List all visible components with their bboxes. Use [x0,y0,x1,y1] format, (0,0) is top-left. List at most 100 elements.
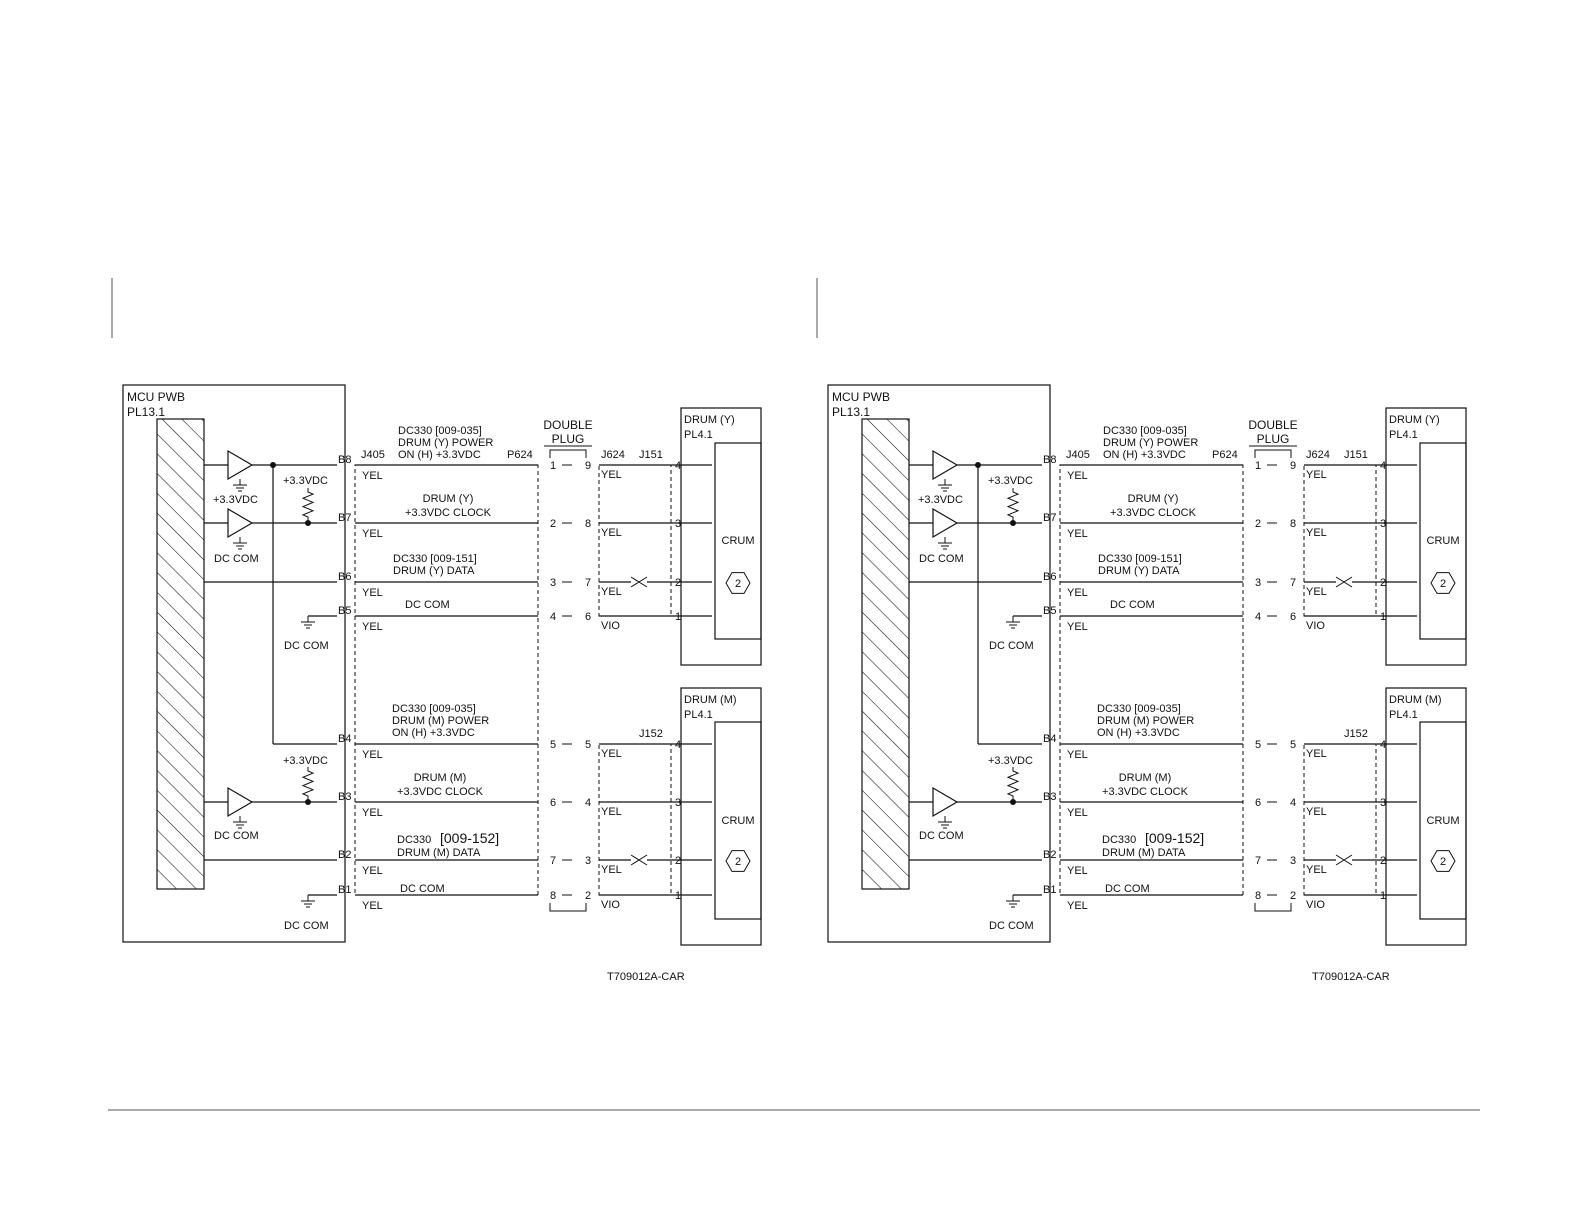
crum-y-ref-label: 2 [1440,578,1446,590]
crum-pin-1-0: 4 [675,739,681,751]
crum-pin-0-0: 4 [1380,460,1386,472]
crum-pin-0-1: 3 [675,518,681,530]
sig-dc-com-m: DC COM [1105,883,1150,895]
buffer-b7 [227,507,254,539]
pin-label-b4: B4 [338,733,351,745]
ground-buf-b3 [938,816,952,829]
resistor-pullup-b7 [301,488,315,521]
drum-m-name: DRUM (M) [684,694,737,706]
sig-y-clock-1: DRUM (Y) [1128,493,1179,505]
plug-pin-left-7: 7 [550,855,556,867]
crossover-mark-0 [630,576,648,588]
sig-m-clock-1: DRUM (M) [1119,772,1172,784]
sig-y-power-2: DRUM (Y) POWER [1103,437,1198,449]
pin-label-b8: B8 [1043,454,1056,466]
plug-pin-left-7: 7 [1255,855,1261,867]
ground-buf-b7 [938,537,952,550]
sig-m-data-code: [009-152] [1145,830,1204,846]
crum-y-label: CRUM [722,535,755,547]
pin-label-b7: B7 [338,512,351,524]
double-plug-label-1: DOUBLE [1248,418,1297,432]
sig-y-data-1: DC330 [009-151] [393,553,477,565]
plug-pin-right-2: 8 [1290,518,1296,530]
wire-color-right-1-1: YEL [601,806,622,818]
wire-color-left-8: YEL [362,900,383,912]
wire-color-right-0-0: YEL [1306,469,1327,481]
sig-y-data-1: DC330 [009-151] [1098,553,1182,565]
sig-m-power-1: DC330 [009-035] [392,703,476,715]
wire-color-left-3: YEL [1067,587,1088,599]
resistor-pullup-b7 [1006,488,1020,521]
junction-b7 [1010,520,1016,526]
crum-pin-0-0: 4 [675,460,681,472]
sig-y-data-2: DRUM (Y) DATA [393,565,475,577]
sig-y-clock-2: +3.3VDC CLOCK [1110,507,1197,519]
figure-id: T709012A-CAR [607,971,685,983]
wire-color-right-0-0: YEL [601,469,622,481]
wire-color-left-4: YEL [362,621,383,633]
wire-color-left-7: YEL [362,865,383,877]
mcu-pwb-frame [827,384,1051,943]
label-j624: J624 [1306,449,1330,461]
plug-pin-right-8: 2 [585,890,591,902]
crum-y-ref [1430,572,1456,594]
mcu-pwb-name: MCU PWB [127,390,185,404]
crossover-mark-1 [630,854,648,866]
label-j152: J152 [639,728,663,740]
label-dccom-buffer-b3: DC COM [214,830,259,842]
crum-pin-0-3: 1 [1380,611,1386,623]
crum-pin-1-1: 3 [675,797,681,809]
plug-pin-left-1: 1 [550,460,556,472]
pin-label-b2: B2 [1043,849,1056,861]
sig-m-power-1: DC330 [009-035] [1097,703,1181,715]
wire-color-left-3: YEL [362,587,383,599]
mcu-pwb-pl: PL13.1 [832,405,870,419]
double-plug-label-1: DOUBLE [543,418,592,432]
crossover-mark-0 [1335,576,1353,588]
plug-pin-right-5: 5 [1290,739,1296,751]
sig-m-data-prefix: DC330 [397,834,431,846]
label-dccom-b5: DC COM [284,640,329,652]
drum-y-name: DRUM (Y) [1389,414,1440,426]
label-v33-buffer: +3.3VDC [213,494,258,506]
plug-pin-right-4: 6 [1290,611,1296,623]
mcu-pwb-frame [122,384,346,943]
wire-color-left-1: YEL [362,470,383,482]
label-j405: J405 [1066,449,1090,461]
pin-label-b1: B1 [1043,884,1056,896]
crum-m-label: CRUM [722,815,755,827]
junction-b7 [305,520,311,526]
plug-pin-right-8: 2 [1290,890,1296,902]
crum-y-body [1419,442,1467,640]
label-j152: J152 [1344,728,1368,740]
crum-m-body [714,721,762,920]
wire-color-left-1: YEL [1067,470,1088,482]
double-plug-bracket [549,449,587,912]
mcu-pwb-pl: PL13.1 [127,405,165,419]
crum-m-label: CRUM [1427,815,1460,827]
sig-m-power-3: ON (H) +3.3VDC [1097,727,1180,739]
drum-y-name: DRUM (Y) [684,414,735,426]
plug-pin-left-1: 1 [1255,460,1261,472]
sig-y-power-2: DRUM (Y) POWER [398,437,493,449]
double-plug-bracket [1254,449,1292,912]
plug-pin-right-5: 5 [585,739,591,751]
drum-m-pl: PL4.1 [684,709,713,721]
resistor-pullup-b3 [1006,767,1020,800]
junction-b3 [305,799,311,805]
crum-pin-1-1: 3 [1380,797,1386,809]
plug-pin-right-1: 9 [1290,460,1296,472]
label-v33-pullup-b3: +3.3VDC [988,755,1033,767]
wire-color-left-5: YEL [1067,749,1088,761]
ground-b5 [1006,616,1020,629]
crum-y-body [714,442,762,640]
crum-m-body [1419,721,1467,920]
ground-buf-b8 [233,479,247,492]
label-v33-buffer: +3.3VDC [918,494,963,506]
double-plug-label-2: PLUG [1257,432,1290,446]
plug-pin-left-4: 4 [1255,611,1261,623]
crum-m-ref [725,850,751,872]
crum-pin-1-2: 2 [1380,855,1386,867]
buffer-b3 [932,786,959,818]
wire-color-right-1-2: YEL [601,864,622,876]
